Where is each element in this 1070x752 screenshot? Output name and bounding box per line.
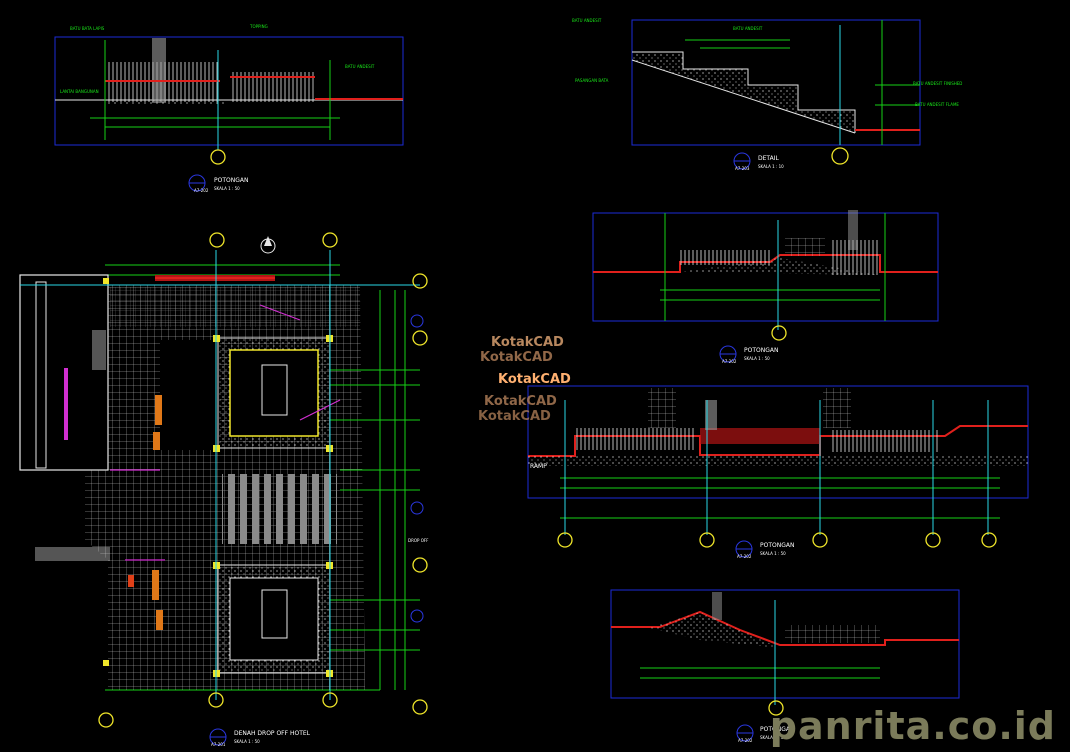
svg-text:POTONGAN: POTONGAN (760, 542, 794, 549)
svg-text:SKALA 1 : 50: SKALA 1 : 50 (744, 356, 770, 361)
svg-text:RAMP: RAMP (530, 463, 547, 470)
title-potongan-c: A7-202 POTONGAN SKALA 1 : 50 (735, 540, 794, 559)
grid-bubbles-row (557, 532, 997, 548)
svg-text:BATU ANDESIT: BATU ANDESIT (345, 64, 375, 69)
svg-text:SKALA 1 : 10: SKALA 1 : 10 (758, 164, 784, 169)
svg-text:POTONGAN: POTONGAN (744, 347, 778, 354)
svg-text:TOPPING: TOPPING (249, 24, 268, 29)
svg-text:DETAIL: DETAIL (758, 155, 779, 162)
svg-text:KotakCAD: KotakCAD (478, 409, 551, 424)
section-detail-top-right: BATU ANDESIT BATU ANDESIT PASANGAN BATA … (572, 18, 962, 146)
svg-text:A7-203: A7-203 (735, 166, 750, 171)
svg-text:DENAH DROP OFF HOTEL: DENAH DROP OFF HOTEL (234, 730, 311, 737)
svg-text:KotakCAD: KotakCAD (498, 372, 571, 387)
title-potongan-b: A7-202 POTONGAN SKALA 1 : 50 (719, 345, 778, 364)
grid-bubble (768, 700, 784, 716)
svg-text:KotakCAD: KotakCAD (480, 350, 553, 365)
section-potongan-top-left: BATU BATA LAPIS TOPPING BATU ANDESIT LAN… (54, 24, 404, 150)
svg-text:A7-202: A7-202 (194, 188, 209, 193)
svg-text:POTONGAN: POTONGAN (760, 726, 794, 733)
svg-text:KotakCAD: KotakCAD (484, 394, 557, 409)
title-potongan-d: A7-202 POTONGAN SKALA 1 : 50 (736, 724, 794, 743)
section-potongan-bottom-right (610, 589, 960, 705)
svg-text:BATU BATA LAPIS: BATU BATA LAPIS (70, 26, 105, 31)
svg-text:KotakCAD: KotakCAD (491, 335, 564, 350)
plan-denah-drop-off: DROP OFF (19, 236, 429, 700)
section-potongan-right-2 (592, 210, 939, 330)
title-potongan-a: A7-202 POTONGAN SKALA 1 : 50 (188, 174, 248, 193)
grid-bubble (210, 149, 226, 165)
title-detail: A7-203 DETAIL SKALA 1 : 10 (733, 152, 784, 171)
svg-text:BATU ANDESIT: BATU ANDESIT (572, 18, 602, 23)
svg-text:BATU ANDESIT: BATU ANDESIT (733, 26, 763, 31)
svg-text:DROP OFF: DROP OFF (408, 538, 429, 543)
svg-text:A7-202: A7-202 (722, 359, 737, 364)
svg-text:A7-202: A7-202 (737, 554, 752, 559)
section-potongan-right-3-long: RAMP (527, 385, 1029, 535)
svg-text:BATU ANDESIT FLAME: BATU ANDESIT FLAME (915, 102, 959, 107)
svg-text:A7-202: A7-202 (738, 738, 753, 743)
svg-text:SKALA 1 : 50: SKALA 1 : 50 (760, 735, 786, 740)
grid-bubble (771, 325, 787, 341)
svg-text:BATU ANDESIT FINISHED: BATU ANDESIT FINISHED (913, 81, 962, 86)
svg-text:PASANGAN BATA: PASANGAN BATA (575, 78, 609, 83)
kotakcad-watermark: KotakCAD KotakCAD KotakCAD KotakCAD Kota… (478, 335, 571, 424)
brand-watermark: panrita.co.id (769, 704, 1056, 748)
svg-text:LANTAI BANGUNAN: LANTAI BANGUNAN (60, 89, 99, 94)
plan-grid-bubbles (98, 232, 428, 728)
svg-text:SKALA 1 : 50: SKALA 1 : 50 (214, 186, 240, 191)
svg-text:SKALA 1 : 50: SKALA 1 : 50 (760, 551, 786, 556)
grid-bubble (831, 147, 849, 165)
svg-text:POTONGAN: POTONGAN (214, 177, 248, 184)
svg-text:A7-201: A7-201 (211, 742, 226, 747)
svg-text:SKALA 1 : 50: SKALA 1 : 50 (234, 739, 260, 744)
title-denah: A7-201 DENAH DROP OFF HOTEL SKALA 1 : 50 (209, 728, 311, 747)
